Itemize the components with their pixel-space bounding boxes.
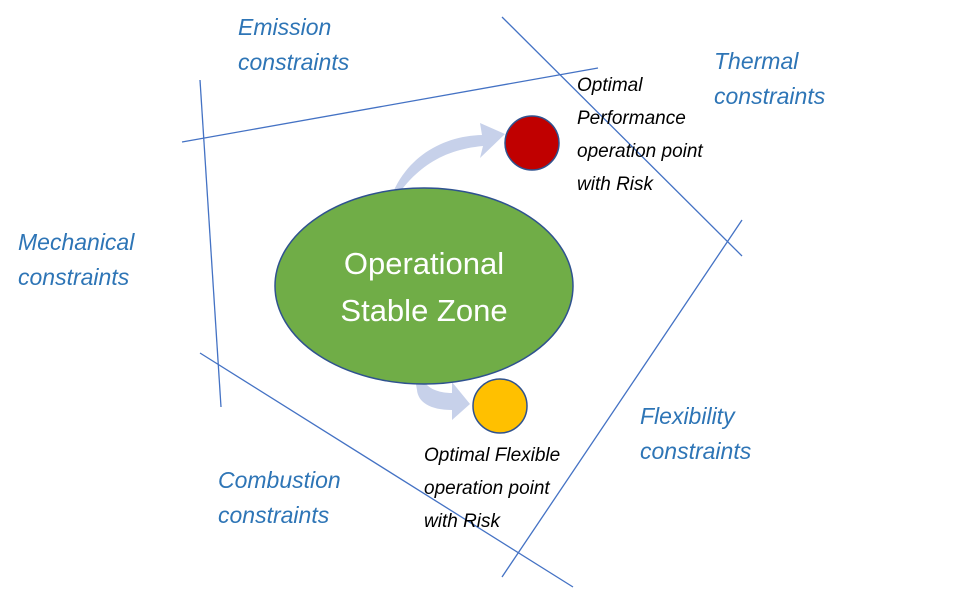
thermal-constraints-label: Thermal constraints bbox=[714, 44, 825, 114]
thermal-label-line-1: Thermal bbox=[714, 48, 799, 74]
zone-label-line-2: Stable Zone bbox=[340, 293, 508, 328]
combustion-constraints-label: Combustion constraints bbox=[218, 463, 341, 533]
emission-label-line-2: constraints bbox=[238, 49, 350, 75]
flexibility-label-line-2: constraints bbox=[640, 438, 752, 464]
performance-label-line-3: operation point bbox=[577, 141, 703, 162]
performance-point-label: Optimal Performance operation point with… bbox=[577, 69, 703, 201]
combustion-boundary-line bbox=[199, 352, 574, 588]
performance-operation-point bbox=[504, 115, 560, 171]
flexibility-constraints-label: Flexibility constraints bbox=[640, 399, 751, 469]
flexible-label-line-1: Optimal Flexible bbox=[424, 445, 561, 466]
flexible-label-line-3: with Risk bbox=[424, 511, 501, 532]
arrow-to-performance-point bbox=[386, 123, 505, 214]
flexibility-boundary-line bbox=[501, 219, 743, 578]
combustion-label-line-1: Combustion bbox=[218, 467, 341, 493]
flexible-operation-point bbox=[472, 378, 528, 434]
mechanical-boundary-line bbox=[199, 79, 222, 408]
mechanical-label-line-1: Mechanical bbox=[18, 229, 135, 255]
flexible-label-line-2: operation point bbox=[424, 478, 550, 499]
operational-stable-zone bbox=[274, 187, 574, 385]
emission-label-line-1: Emission bbox=[238, 14, 332, 40]
flexible-point-label: Optimal Flexible operation point with Ri… bbox=[424, 439, 560, 538]
emission-boundary-line bbox=[181, 67, 599, 143]
performance-label-line-4: with Risk bbox=[577, 174, 654, 195]
flexibility-label-line-1: Flexibility bbox=[640, 403, 735, 429]
thermal-label-line-2: constraints bbox=[714, 83, 826, 109]
combustion-label-line-2: constraints bbox=[218, 502, 330, 528]
performance-label-line-1: Optimal bbox=[577, 75, 643, 96]
mechanical-constraints-label: Mechanical constraints bbox=[18, 225, 134, 295]
zone-label: Operational Stable Zone bbox=[274, 240, 574, 334]
zone-label-line-1: Operational bbox=[343, 246, 505, 281]
mechanical-label-line-2: constraints bbox=[18, 264, 130, 290]
arrow-to-flexible-point bbox=[407, 340, 470, 420]
thermal-boundary-line bbox=[501, 16, 743, 257]
emission-constraints-label: Emission constraints bbox=[238, 10, 349, 80]
performance-label-line-2: Performance bbox=[577, 108, 686, 129]
